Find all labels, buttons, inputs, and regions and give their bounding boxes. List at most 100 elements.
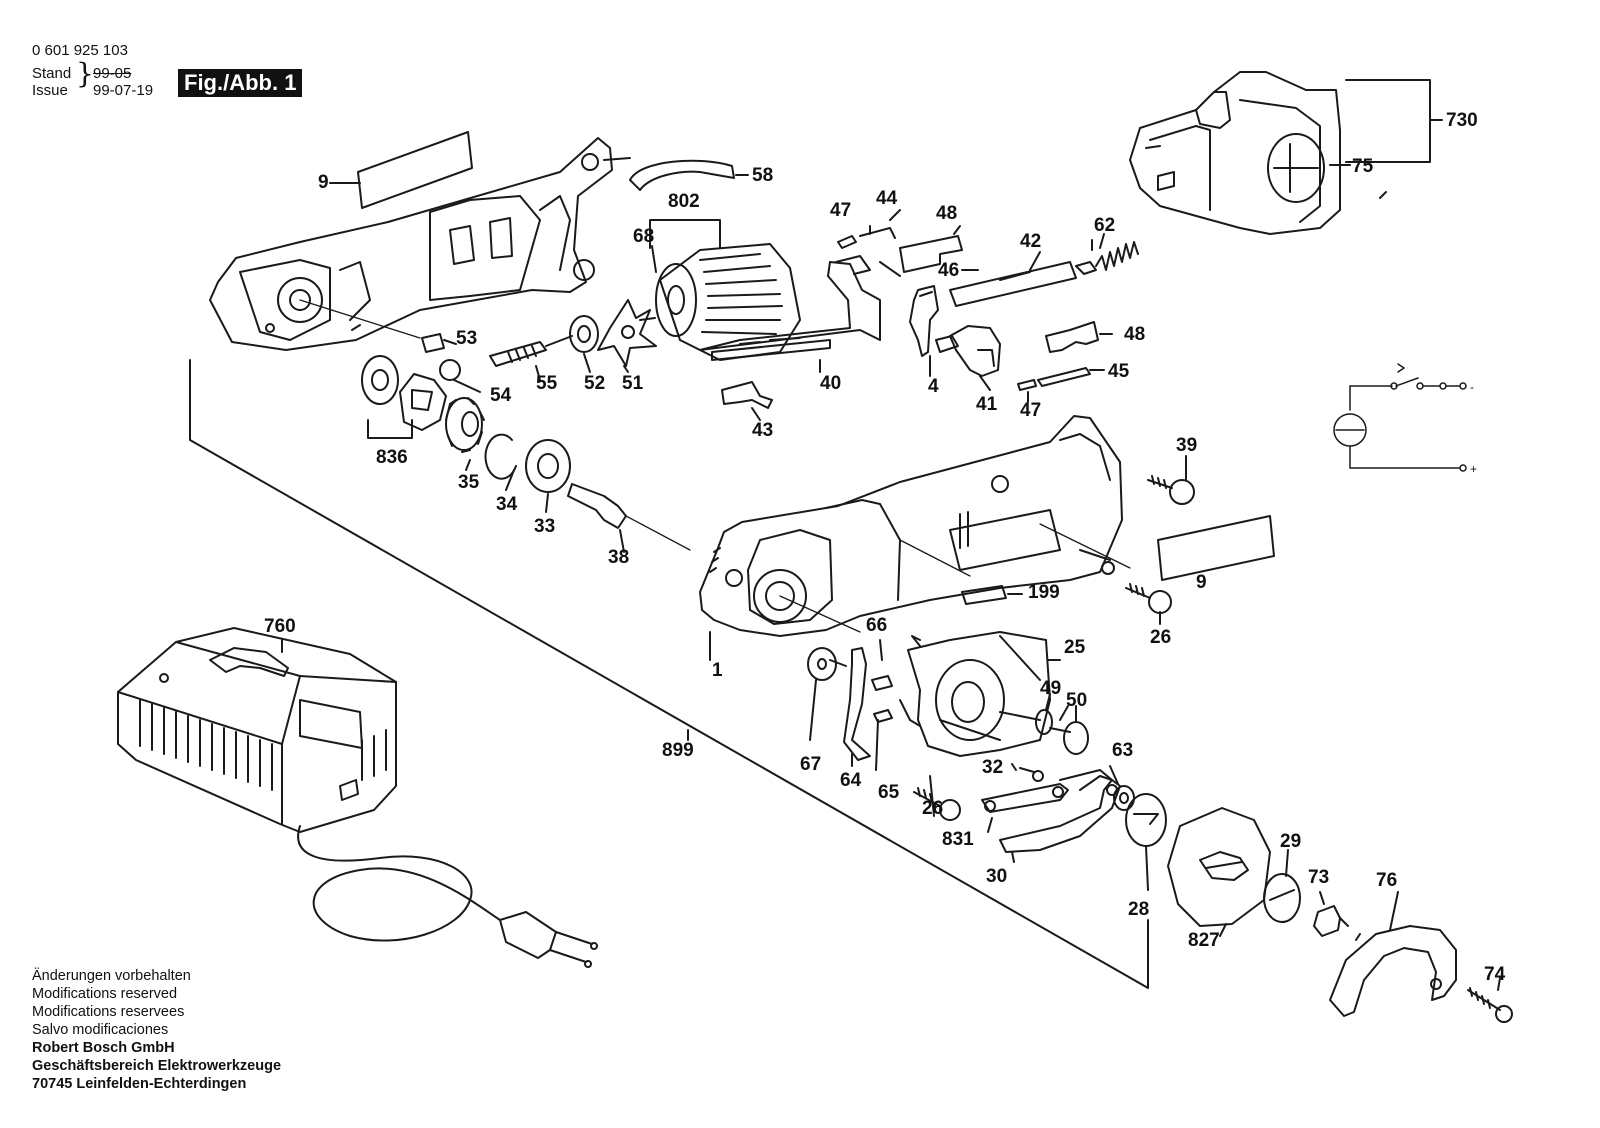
part-label: 47 xyxy=(1020,400,1041,421)
part-label: 802 xyxy=(668,191,700,212)
issue-label: Issue xyxy=(32,82,68,99)
part-44 xyxy=(859,227,896,239)
battery-pack-730 xyxy=(1129,71,1341,235)
part-label: 9 xyxy=(1196,572,1207,593)
part-51-fan xyxy=(597,299,657,367)
part-48-right xyxy=(1045,321,1099,353)
switch-assembly-40 xyxy=(699,255,881,361)
part-label: 41 xyxy=(976,394,998,415)
part-4-switch xyxy=(909,285,939,357)
part-label: 25 xyxy=(1064,637,1086,658)
footer-line-4: Salvo modificaciones xyxy=(32,1022,169,1038)
part-label: 55 xyxy=(536,373,558,394)
part-53 xyxy=(421,333,445,353)
issue-value: 99-07-19 xyxy=(93,82,154,99)
part-38-spindle xyxy=(567,483,627,529)
stand-value: 99-05 xyxy=(93,65,132,82)
part-label: 827 xyxy=(1188,930,1220,951)
part-label: 42 xyxy=(1020,231,1041,252)
part-label: 65 xyxy=(878,782,900,803)
part-label: 33 xyxy=(534,516,555,537)
footer-division: Geschäftsbereich Elektrowerkzeuge xyxy=(32,1058,282,1074)
part-label: 28 xyxy=(1128,899,1149,920)
part-label: 45 xyxy=(1108,361,1130,382)
part-827-plate xyxy=(1167,807,1271,927)
bracket-802 xyxy=(649,219,721,249)
part-32 xyxy=(1019,767,1044,782)
housing-half-1 xyxy=(699,415,1131,637)
part-label: 48 xyxy=(1124,324,1145,345)
part-label: 34 xyxy=(496,494,518,515)
nameplate-9-right xyxy=(1157,515,1275,581)
bracket-836 xyxy=(367,419,413,439)
motor-802 xyxy=(639,243,801,361)
part-label: 9 xyxy=(318,172,329,193)
part-label: 75 xyxy=(1352,156,1374,177)
part-47-top xyxy=(837,235,857,249)
doc-number: 0 601 925 103 xyxy=(32,42,128,59)
part-label: 73 xyxy=(1308,867,1329,888)
part-label: 68 xyxy=(633,226,654,247)
part-58-clip xyxy=(629,159,735,191)
part-54 xyxy=(439,359,461,381)
part-29 xyxy=(1263,873,1301,923)
part-831-lever xyxy=(981,783,1069,813)
part-label: 53 xyxy=(456,328,477,349)
figure-badge: Fig./Abb. 1 xyxy=(178,69,303,97)
screw-39 xyxy=(1147,475,1195,505)
footer-address: 70745 Leinfelden-Echterdingen xyxy=(32,1076,247,1092)
charger-cable xyxy=(297,825,501,942)
part-label: 48 xyxy=(936,203,957,224)
part-label: 26 xyxy=(922,798,943,819)
part-41 xyxy=(935,325,1001,377)
part-63 xyxy=(1113,785,1135,811)
part-47-bottom xyxy=(1017,379,1037,391)
screw-26-lower xyxy=(913,787,961,821)
part-label: 67 xyxy=(800,754,821,775)
part-55-shaft xyxy=(489,341,547,367)
housing-half-left xyxy=(209,137,631,351)
part-label: 76 xyxy=(1376,870,1397,891)
part-label: 39 xyxy=(1176,435,1197,456)
part-label: 760 xyxy=(264,616,296,637)
circuit-minus: - xyxy=(1470,380,1474,394)
part-49 xyxy=(999,709,1053,735)
part-836-gear xyxy=(361,355,447,431)
part-43 xyxy=(721,381,773,409)
part-label: 66 xyxy=(866,615,887,636)
charger-760 xyxy=(117,627,397,833)
footer-company: Robert Bosch GmbH xyxy=(32,1040,175,1056)
part-label: 32 xyxy=(982,757,1003,778)
screw-26-right xyxy=(1125,583,1172,614)
part-50 xyxy=(1049,721,1089,755)
circuit-schematic xyxy=(1333,363,1467,472)
part-label: 1 xyxy=(712,660,723,681)
footer-line-3: Modifications reservees xyxy=(32,1004,185,1020)
part-label: 43 xyxy=(752,420,773,441)
footer-line-2: Modifications reserved xyxy=(32,986,178,1002)
part-34-ring xyxy=(484,433,517,480)
pin-66 xyxy=(871,675,893,691)
part-45 xyxy=(1037,367,1091,387)
part-76-guard xyxy=(1329,925,1457,1017)
part-33-bearing xyxy=(525,439,571,493)
brace-symbol: } xyxy=(76,57,94,90)
part-label: 831 xyxy=(942,829,974,850)
label-199 xyxy=(961,585,1007,605)
part-label: 52 xyxy=(584,373,605,394)
circuit-plus: + xyxy=(1470,462,1477,476)
part-label: 47 xyxy=(830,200,851,221)
part-label: 63 xyxy=(1112,740,1133,761)
part-label: 836 xyxy=(376,447,408,468)
screw-74 xyxy=(1467,987,1513,1023)
bracket-899 xyxy=(189,359,1149,989)
footer-line-1: Änderungen vorbehalten xyxy=(32,968,191,984)
nameplate-9-top xyxy=(357,131,473,209)
part-label: 30 xyxy=(986,866,1007,887)
part-label: 730 xyxy=(1446,110,1478,131)
part-label: 74 xyxy=(1484,964,1506,985)
part-label: 35 xyxy=(458,472,480,493)
part-label: 38 xyxy=(608,547,629,568)
part-30-blade xyxy=(999,769,1121,853)
